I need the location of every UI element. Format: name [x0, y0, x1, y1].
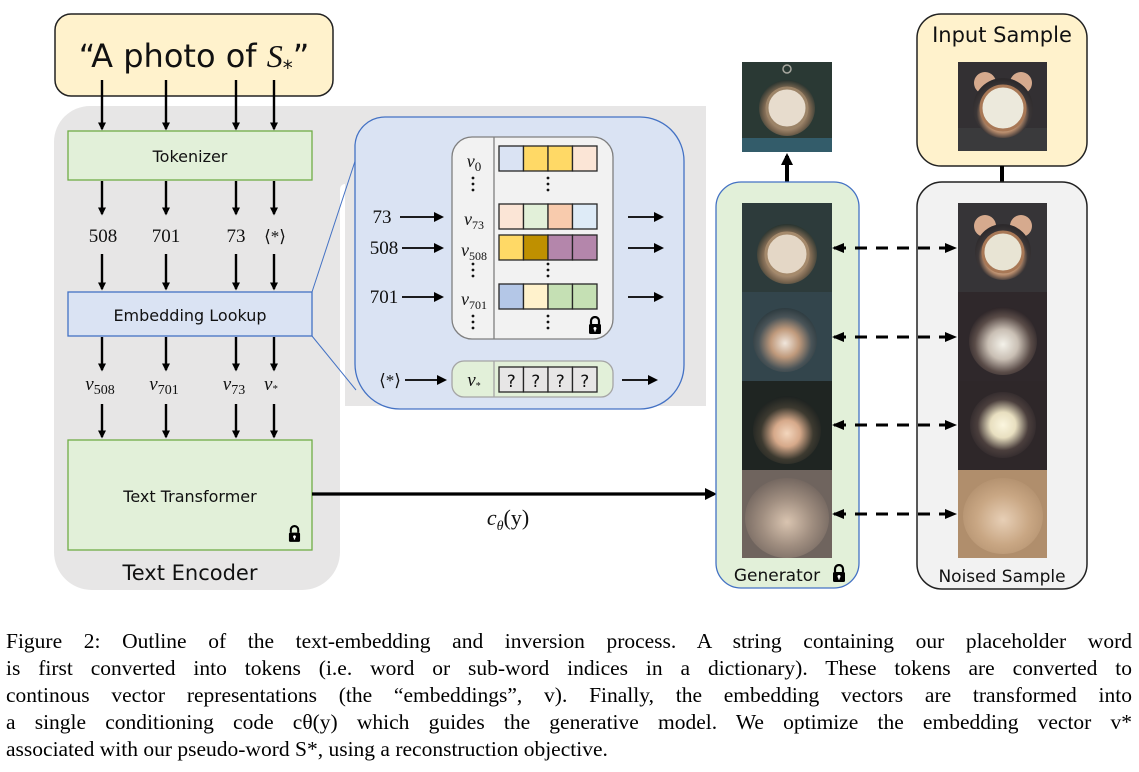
caption-line: associated with our pseudo-word S*, usin…	[6, 737, 608, 761]
noised-sample-panel: Noised Sample	[916, 181, 1088, 590]
input-sample-label: Input Sample	[932, 23, 1072, 47]
conditioning-code-label: cθ(y)	[487, 505, 529, 534]
embedding-cell	[498, 203, 525, 230]
table-ellipsis	[471, 262, 550, 278]
token-id: 73	[227, 226, 246, 247]
embedding-v701: v701	[149, 374, 178, 398]
conditioning-arrow: cθ(y)	[312, 488, 717, 534]
svg-text:Tokenizer: Tokenizer	[152, 147, 228, 166]
vector-label: v508	[461, 240, 487, 263]
token-input-label: 508	[370, 238, 399, 259]
token-id: 508	[89, 226, 118, 247]
embedding-row-v701: v701 701	[370, 283, 664, 312]
token-id: 701	[152, 226, 181, 247]
lookup-to-embeddings-arrows	[98, 337, 278, 372]
token-id-placeholder: ⟨*⟩	[264, 227, 286, 246]
embedding-cell	[522, 234, 549, 261]
embedding-cell	[571, 203, 598, 230]
embedding-row-v73: v73 73	[373, 203, 664, 232]
zoom-connector-lines	[311, 139, 363, 391]
unknown-value: ?	[507, 372, 516, 392]
noised-sample-label: Noised Sample	[938, 567, 1065, 587]
embedding-lookup-block: Embedding Lookup	[67, 291, 313, 337]
vector-label: v73	[464, 209, 484, 232]
vector-label: v701	[461, 289, 487, 312]
unknown-cell	[522, 366, 549, 393]
token-input-label: 701	[370, 287, 399, 308]
unknown-cell	[547, 366, 574, 393]
embedding-lookup-detail: v0 v73 73 v508 508 v701 701 v* ???? ⟨*⟩	[354, 116, 685, 410]
table-ellipsis	[471, 176, 550, 192]
inversion-diagram: “A photo of S*” Tokenizer 508 701 73 ⟨*⟩…	[54, 13, 1088, 590]
prompt-text: “A photo of S*”	[79, 37, 310, 80]
figure-caption: Figure 2: Outline of the text-embedding …	[6, 628, 1132, 763]
generator-panel: Generator	[715, 181, 860, 589]
unknown-value: ?	[531, 372, 540, 392]
embedding-cell	[498, 234, 525, 261]
embedding-v508: v508	[85, 374, 114, 398]
text-transformer-block: Text Transformer	[67, 439, 313, 551]
caption-line: is first converted into tokens (i.e. wor…	[6, 656, 1132, 680]
embeddings-to-transformer-arrows	[98, 404, 278, 439]
embedding-cell	[522, 283, 549, 310]
embedding-cell	[571, 234, 598, 261]
prompt-to-tokenizer-arrows	[98, 80, 278, 131]
caption-line: Figure 2: Outline of the text-embedding …	[6, 629, 1132, 653]
input-sample-panel: Input Sample	[916, 13, 1088, 167]
embedding-cell	[547, 283, 574, 310]
caption-line: continous vector representations (the “e…	[6, 683, 1132, 707]
tokenizer-to-ids-arrows	[98, 181, 278, 216]
embedding-cell	[547, 234, 574, 261]
token-ids: 508 701 73 ⟨*⟩	[89, 226, 286, 247]
embedding-cell	[498, 145, 525, 172]
unknown-value: ?	[556, 372, 565, 392]
embedding-vstar: v*	[264, 374, 278, 395]
placeholder-token-input: ⟨*⟩	[379, 371, 401, 390]
generator-label: Generator	[734, 566, 820, 586]
embedding-cell	[522, 145, 549, 172]
embedding-cell	[547, 145, 574, 172]
tokenizer-block: Tokenizer	[67, 130, 313, 181]
embedding-row-v0: v0	[467, 145, 598, 174]
placeholder-unknown-cells: ????	[498, 366, 598, 393]
table-ellipsis	[471, 314, 550, 330]
vector-label: v0	[467, 151, 482, 174]
embedding-v73: v73	[223, 374, 245, 398]
generated-output-image	[742, 62, 832, 152]
unknown-value: ?	[580, 372, 589, 392]
embedding-table-rows: v0 v73 73 v508 508 v701 701	[370, 145, 664, 330]
embedding-cell	[547, 203, 574, 230]
embedding-vectors: v508 v701 v73 v*	[85, 374, 278, 398]
placeholder-vector-label: v*	[467, 370, 480, 392]
embedding-cell	[522, 203, 549, 230]
embedding-cell	[571, 145, 598, 172]
embedding-row-v508: v508 508	[370, 234, 664, 263]
ids-to-lookup-arrows	[98, 254, 278, 291]
text-encoder-label: Text Encoder	[121, 561, 257, 585]
svg-text:Embedding Lookup: Embedding Lookup	[113, 306, 266, 325]
caption-line: a single conditioning code cθ(y) which g…	[6, 710, 1132, 734]
prompt-box: “A photo of S*”	[54, 13, 334, 97]
embedding-cell	[571, 283, 598, 310]
unknown-cell	[571, 366, 598, 393]
token-input-label: 73	[373, 207, 392, 228]
svg-text:Text Transformer: Text Transformer	[122, 487, 257, 506]
embedding-cell	[498, 283, 525, 310]
